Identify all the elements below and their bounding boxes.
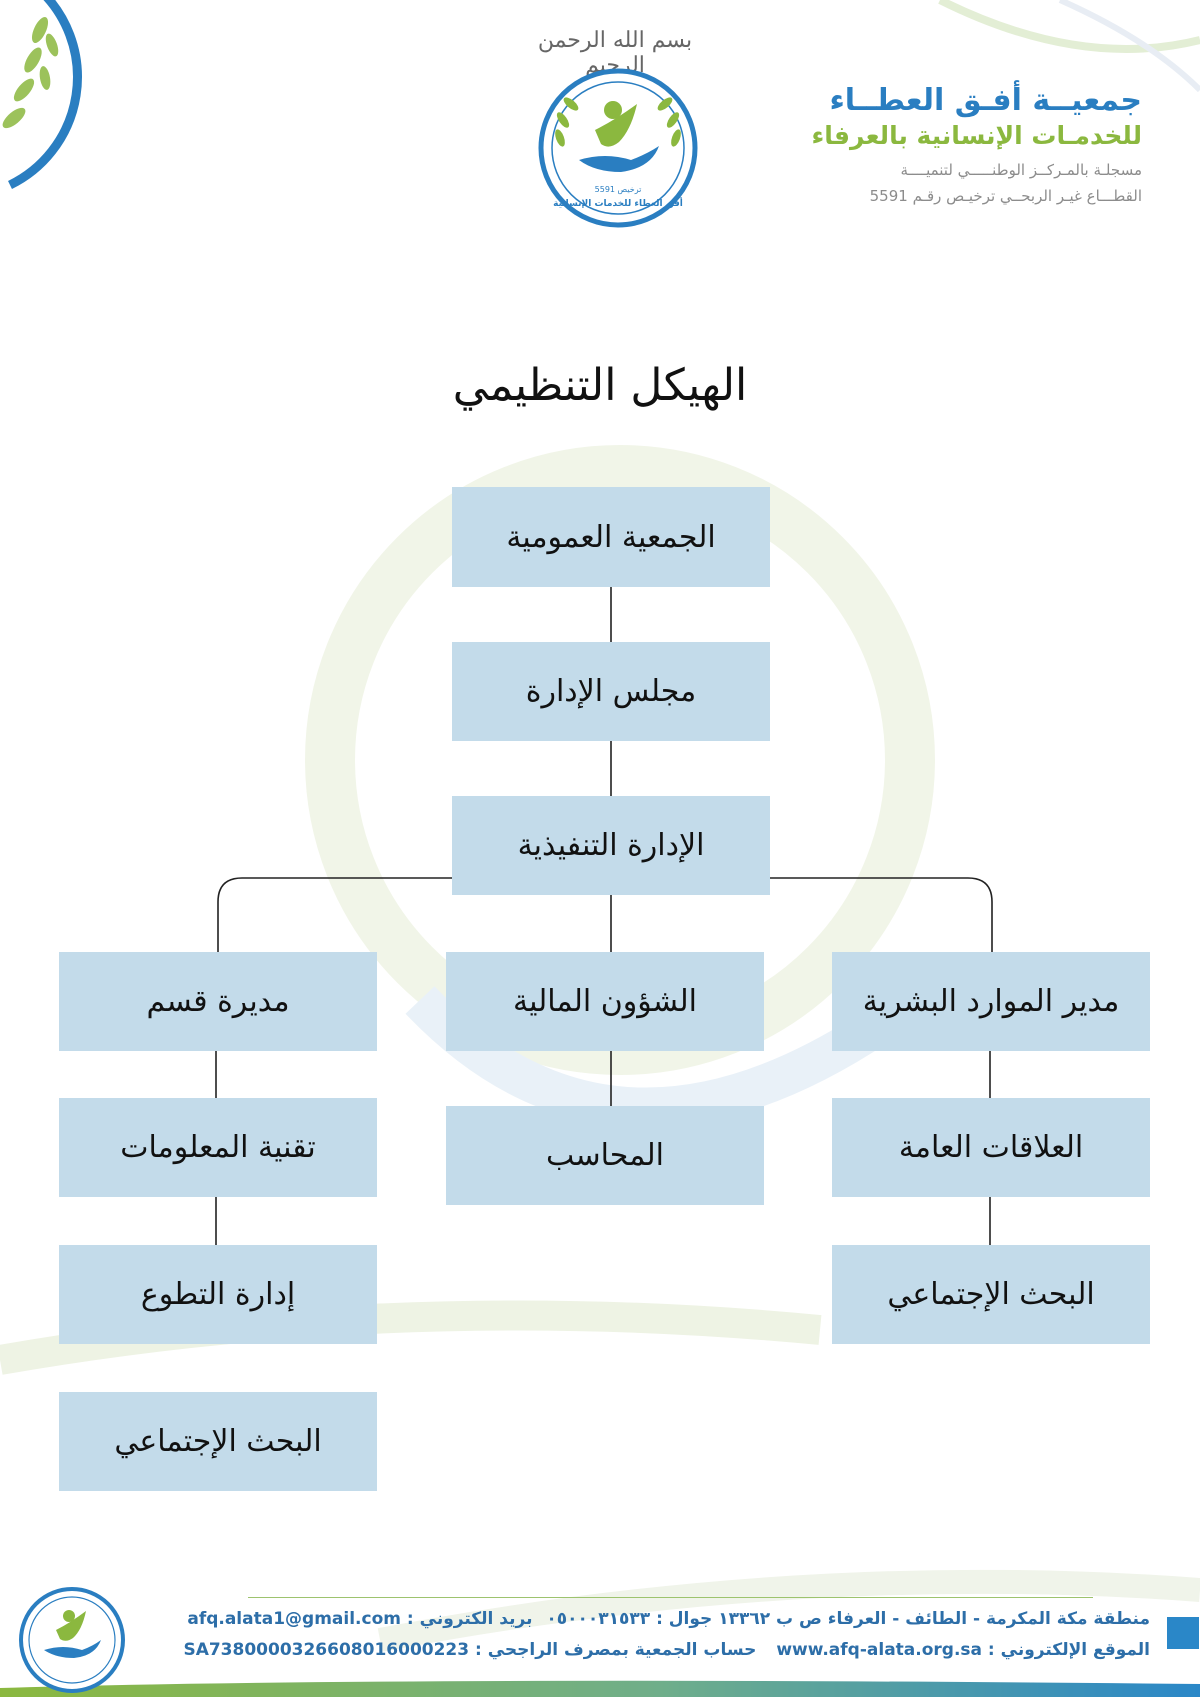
connector-executive-section [217, 877, 452, 952]
org-name-line1: جمعيــة أفـق العطــاء [829, 83, 1142, 118]
footer-iban: SA7380000326608016000223 [183, 1640, 470, 1660]
footer-website-label: الموقع الإلكتروني : [987, 1640, 1150, 1660]
footer-website[interactable]: www.afq-alata.org.sa [776, 1640, 982, 1660]
footer-address: منطقة مكة المكرمة - الطائف - العرفاء ص ب… [546, 1609, 1150, 1629]
node-public-relations: العلاقات العامة [832, 1098, 1150, 1197]
node-social-research-right: البحث الإجتماعي [832, 1245, 1150, 1344]
registration-line1: مسجلـة بالمـركــز الوطنـــــي لتنميــــة [900, 161, 1142, 179]
page-title: الهيكل التنظيمي [452, 360, 748, 411]
basmala: بسم الله الرحمن الرحيم [537, 28, 693, 78]
logo-org-text: أفق العطاء للخدمات الإنسانية [553, 197, 683, 209]
node-finance: الشؤون المالية [446, 952, 764, 1051]
node-volunteering: إدارة التطوع [59, 1245, 377, 1344]
node-section-manager: مديرة قسم [59, 952, 377, 1051]
footer-contact-row: منطقة مكة المكرمة - الطائف - العرفاء ص ب… [187, 1609, 1150, 1629]
node-board: مجلس الإدارة [452, 642, 770, 741]
footer-email[interactable]: afq.alata1@gmail.com [187, 1609, 401, 1629]
footer-divider [248, 1597, 1093, 1598]
logo-emblem: ترخيص 5591 أفق العطاء للخدمات الإنسانية [538, 68, 698, 228]
footer-email-label: بريد الكتروني : [406, 1609, 533, 1629]
org-name-line2: للخدمـات الإنسانية بالعرفاء [811, 121, 1142, 150]
node-it: تقنية المعلومات [59, 1098, 377, 1197]
node-accountant: المحاسب [446, 1106, 764, 1205]
node-general-assembly: الجمعية العمومية [452, 487, 770, 587]
footer-bank-label: حساب الجمعية بمصرف الراجحي : [475, 1640, 757, 1660]
footer-accent-square [1167, 1617, 1199, 1649]
footer-web-row: الموقع الإلكتروني : www.afq-alata.org.sa… [183, 1640, 1150, 1660]
footer-logo [19, 1587, 125, 1693]
connector-executive-hr [770, 877, 993, 952]
organization-name-block: جمعيــة أفـق العطــاء للخدمـات الإنسانية… [811, 83, 1142, 209]
node-hr-manager: مدير الموارد البشرية [832, 952, 1150, 1051]
logo-license-text: ترخيص 5591 [595, 185, 642, 194]
footer-gradient-bar [0, 1680, 1200, 1697]
node-social-research-left: البحث الإجتماعي [59, 1392, 377, 1491]
registration-line2: القطـــاع غيـر الربحــي ترخيـص رقـم 5591 [869, 187, 1142, 205]
node-executive: الإدارة التنفيذية [452, 796, 770, 895]
